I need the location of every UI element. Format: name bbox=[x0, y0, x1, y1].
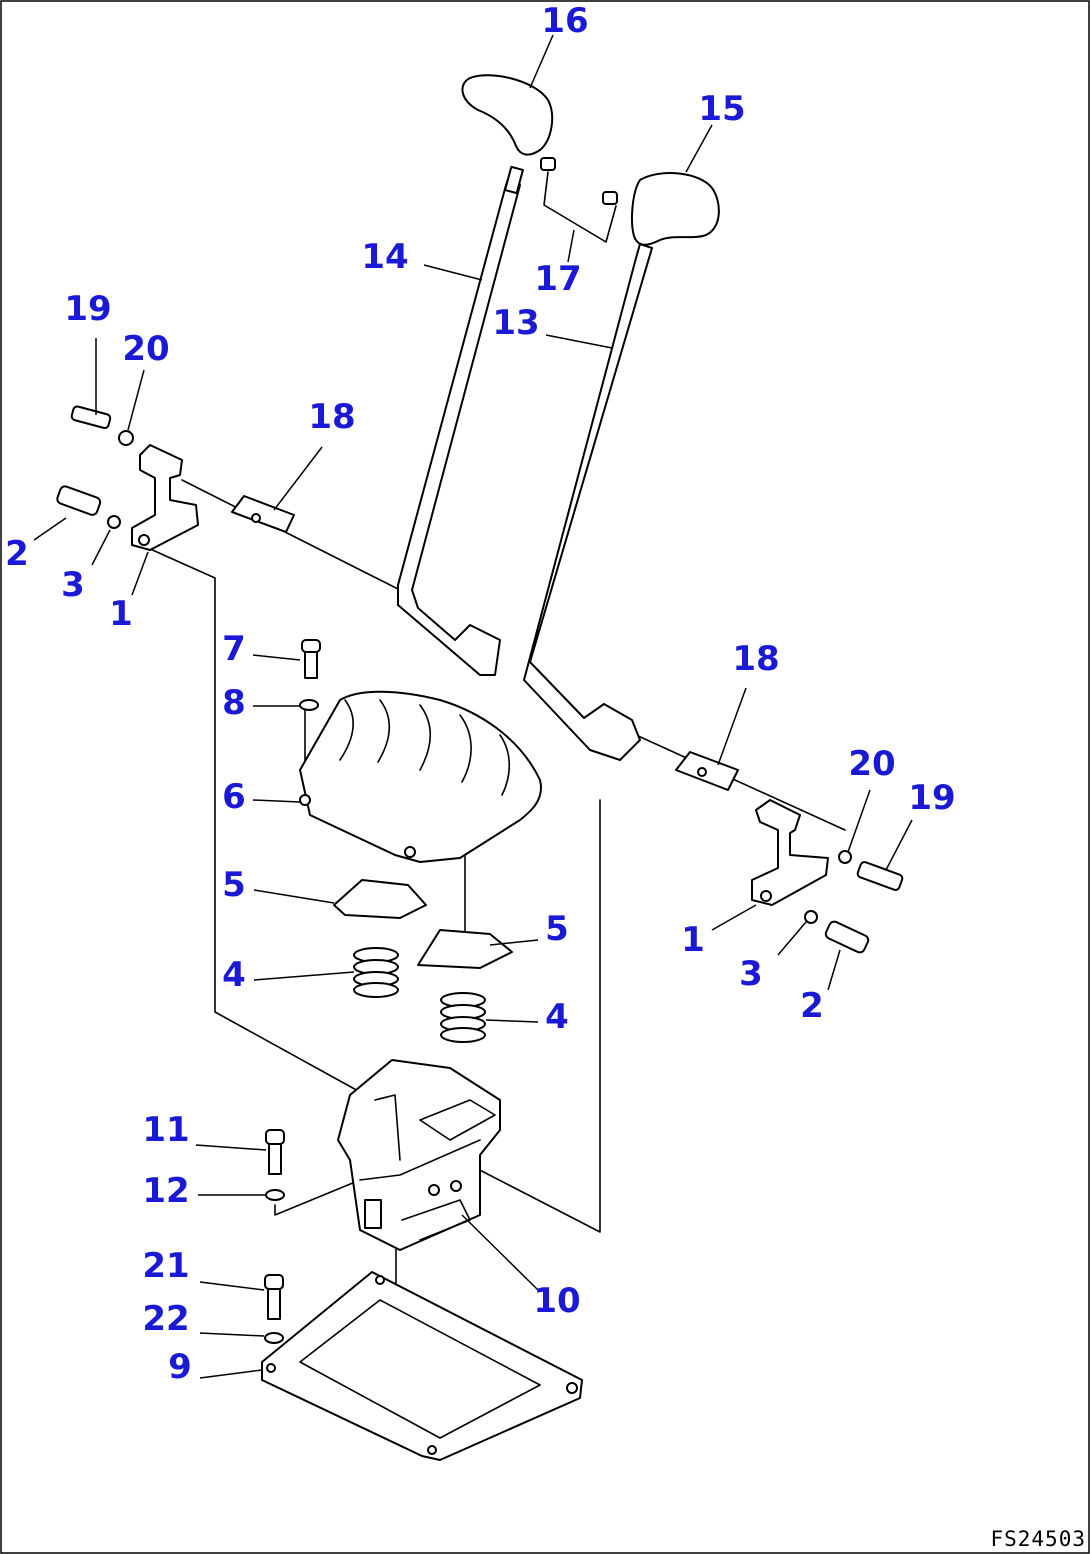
callout-16: 16 bbox=[541, 1, 588, 41]
lever-13 bbox=[523, 243, 653, 761]
washer-8 bbox=[299, 699, 319, 711]
callout-4-left: 4 bbox=[222, 955, 246, 995]
callout-2-right: 2 bbox=[800, 986, 824, 1026]
callout-2-left: 2 bbox=[5, 534, 29, 574]
spring-4-left bbox=[353, 947, 399, 998]
bracket-1-left bbox=[131, 444, 199, 551]
bolt-2-right bbox=[824, 920, 870, 954]
bolt-7 bbox=[301, 639, 321, 679]
knob-15 bbox=[631, 172, 720, 246]
washer-22 bbox=[264, 1332, 284, 1344]
callout-1-right: 1 bbox=[681, 920, 705, 960]
bolt-19-left bbox=[70, 405, 112, 430]
seat-5-right bbox=[417, 929, 513, 969]
callout-18-left: 18 bbox=[308, 397, 355, 437]
plate-18-right bbox=[675, 751, 739, 791]
callout-3-right: 3 bbox=[739, 954, 763, 994]
callout-19-right: 19 bbox=[908, 778, 955, 818]
seat-5-left bbox=[333, 879, 427, 919]
callout-5-right: 5 bbox=[545, 909, 569, 949]
drawing-id: FS24503 bbox=[990, 1527, 1086, 1551]
wire-17 bbox=[540, 157, 618, 243]
callout-13: 13 bbox=[492, 303, 539, 343]
washer-20-left bbox=[118, 430, 134, 446]
cover-6 bbox=[299, 690, 542, 863]
callout-3-left: 3 bbox=[61, 565, 85, 605]
assembly-lines bbox=[147, 479, 846, 1416]
callout-7: 7 bbox=[222, 629, 246, 669]
callout-20-right: 20 bbox=[848, 744, 895, 784]
callout-6: 6 bbox=[222, 777, 246, 817]
callout-1-left: 1 bbox=[109, 594, 133, 634]
callout-10: 10 bbox=[533, 1281, 580, 1321]
callout-18-right: 18 bbox=[732, 639, 779, 679]
plate-18-left bbox=[231, 495, 295, 533]
callout-8: 8 bbox=[222, 683, 246, 723]
washer-3-right bbox=[804, 910, 818, 924]
washer-12 bbox=[265, 1189, 285, 1201]
callout-22: 22 bbox=[142, 1299, 189, 1339]
bolt-11 bbox=[265, 1129, 285, 1175]
callout-19-left: 19 bbox=[64, 289, 111, 329]
lever-14 bbox=[397, 165, 524, 676]
valve-10 bbox=[337, 1059, 501, 1251]
leader-lines bbox=[33, 34, 913, 1379]
bolt-21 bbox=[264, 1274, 284, 1320]
callout-14: 14 bbox=[361, 237, 408, 277]
plate-9 bbox=[261, 1271, 583, 1461]
bracket-1-right bbox=[751, 799, 829, 906]
callout-12: 12 bbox=[142, 1171, 189, 1211]
callout-21: 21 bbox=[142, 1246, 189, 1286]
spring-4-right bbox=[440, 992, 486, 1043]
callout-11: 11 bbox=[142, 1110, 189, 1150]
callout-5-left: 5 bbox=[222, 865, 246, 905]
callouts: 16 15 14 17 13 19 20 18 2 3 1 7 8 6 18 2… bbox=[5, 1, 956, 1387]
callout-4-right: 4 bbox=[545, 997, 569, 1037]
washer-20-right bbox=[838, 850, 852, 864]
callout-9: 9 bbox=[168, 1347, 192, 1387]
bolt-19-right bbox=[856, 861, 904, 891]
bolt-2-left bbox=[56, 485, 102, 516]
callout-20-left: 20 bbox=[122, 329, 169, 369]
washer-3-left bbox=[107, 515, 121, 529]
callout-17: 17 bbox=[534, 259, 581, 299]
callout-15: 15 bbox=[698, 89, 745, 129]
knob-16 bbox=[461, 74, 554, 156]
